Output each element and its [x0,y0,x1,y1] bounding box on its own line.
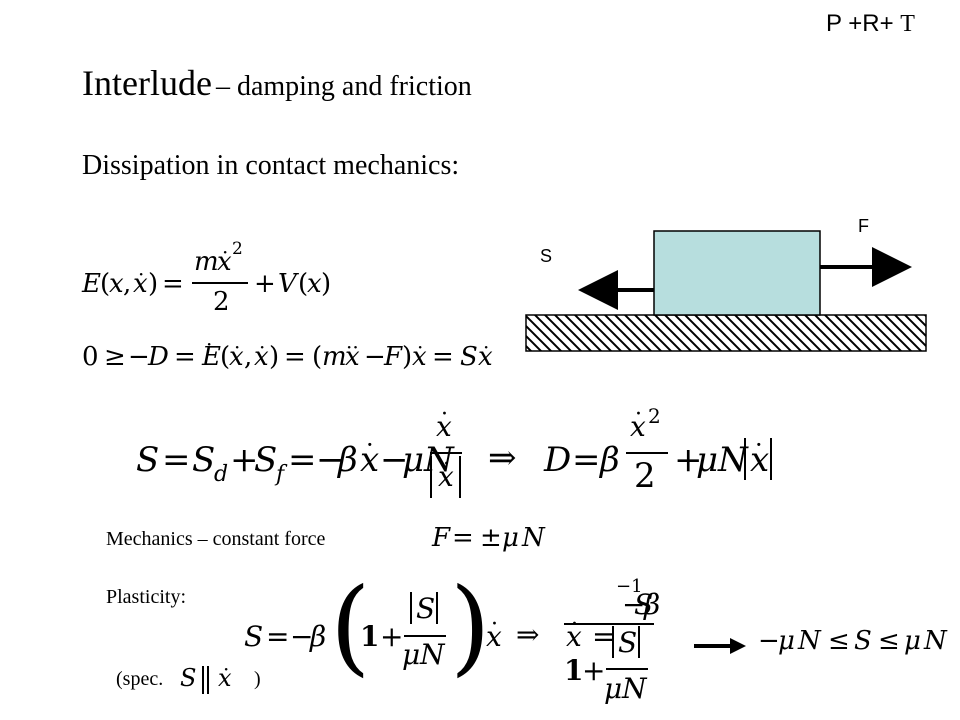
spec-close: ) [254,668,261,690]
corner-tag-main: P +R+ [826,10,894,37]
mechanics-caption: Mechanics – constant force [106,528,326,550]
ground-hatch [525,314,927,352]
plasticity-denominator: 1 + S μ N [564,626,648,705]
corner-tag-suffix: T [900,11,915,37]
plasticity-rhs-fraction: −1 S [616,576,654,621]
friction-law-equation: S = S d + S f = − β x · − μ N x · x · ⇒ … [136,402,776,500]
spec-open: (spec. [116,668,164,690]
slide-subtitle: Dissipation in contact mechanics: [82,150,460,181]
sliding-block [653,230,821,316]
slide-title-main: Interlude [82,63,212,103]
spec-parallel-expression: S x · [180,657,232,694]
implies-arrow [694,638,746,654]
friction-label: S [540,246,552,266]
slide-title: Interlude – damping and friction [82,62,472,104]
plasticity-fraction-bar [564,623,654,625]
plasticity-equation: S = − β ( 1 + S μ N ) x · ⇒ x · = − β [244,565,661,687]
constant-force-equation: F = ± μ N [432,523,545,553]
contact-diagram: F S [525,216,927,352]
corner-tag: P +R+ T [826,10,915,38]
slide-title-sub: – damping and friction [215,71,472,102]
plasticity-caption: Plasticity: [106,586,186,608]
yield-range-equation: − μ N ≤ S ≤ μ N [758,626,947,656]
force-label: F [858,216,869,236]
